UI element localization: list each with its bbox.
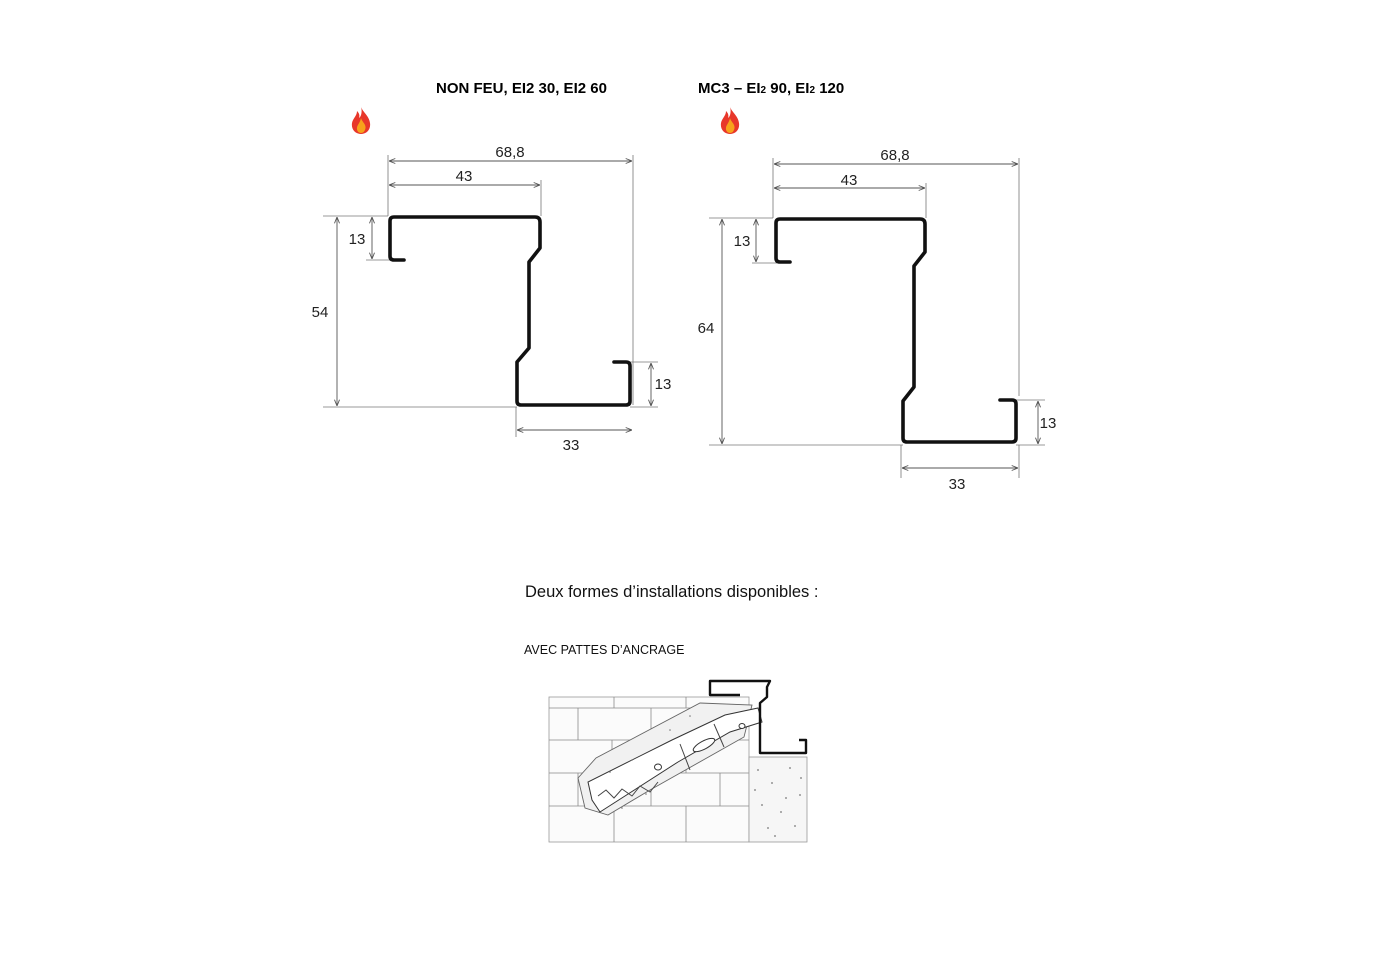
dim-height: 64 xyxy=(698,320,715,337)
profile-nonfeu: NON FEU, EI2 30, EI2 60 68,8 43 13 54 13… xyxy=(312,80,672,454)
z-profile-shape xyxy=(774,217,1018,444)
anchor-installation-illustration xyxy=(548,679,808,843)
dim-top-return: 13 xyxy=(734,233,751,250)
dim-bottom-return: 13 xyxy=(1040,415,1057,432)
dim-height: 54 xyxy=(312,304,329,321)
dim-top-flange: 43 xyxy=(841,172,858,189)
dim-bottom-flange: 33 xyxy=(949,476,966,493)
dim-top-flange: 43 xyxy=(456,168,473,185)
dim-bottom-flange: 33 xyxy=(563,437,580,454)
profile-2-header: MC3 – EI2 90, EI2 120 xyxy=(698,80,844,97)
flame-icon xyxy=(351,106,371,134)
z-profile-shape xyxy=(388,215,632,407)
dim-total-width: 68,8 xyxy=(880,147,909,164)
installation-caption: Deux formes d’installations disponibles … xyxy=(525,583,818,601)
profile-mc3: MC3 – EI2 90, EI2 120 68,8 43 13 64 13 3… xyxy=(698,80,1057,493)
installation-option-label: AVEC PATTES D’ANCRAGE xyxy=(524,643,684,657)
profile-1-header: NON FEU, EI2 30, EI2 60 xyxy=(436,80,607,97)
dim-bottom-return: 13 xyxy=(655,376,672,393)
flame-icon xyxy=(720,106,740,134)
dim-top-return: 13 xyxy=(349,231,366,248)
dim-total-width: 68,8 xyxy=(495,144,524,161)
